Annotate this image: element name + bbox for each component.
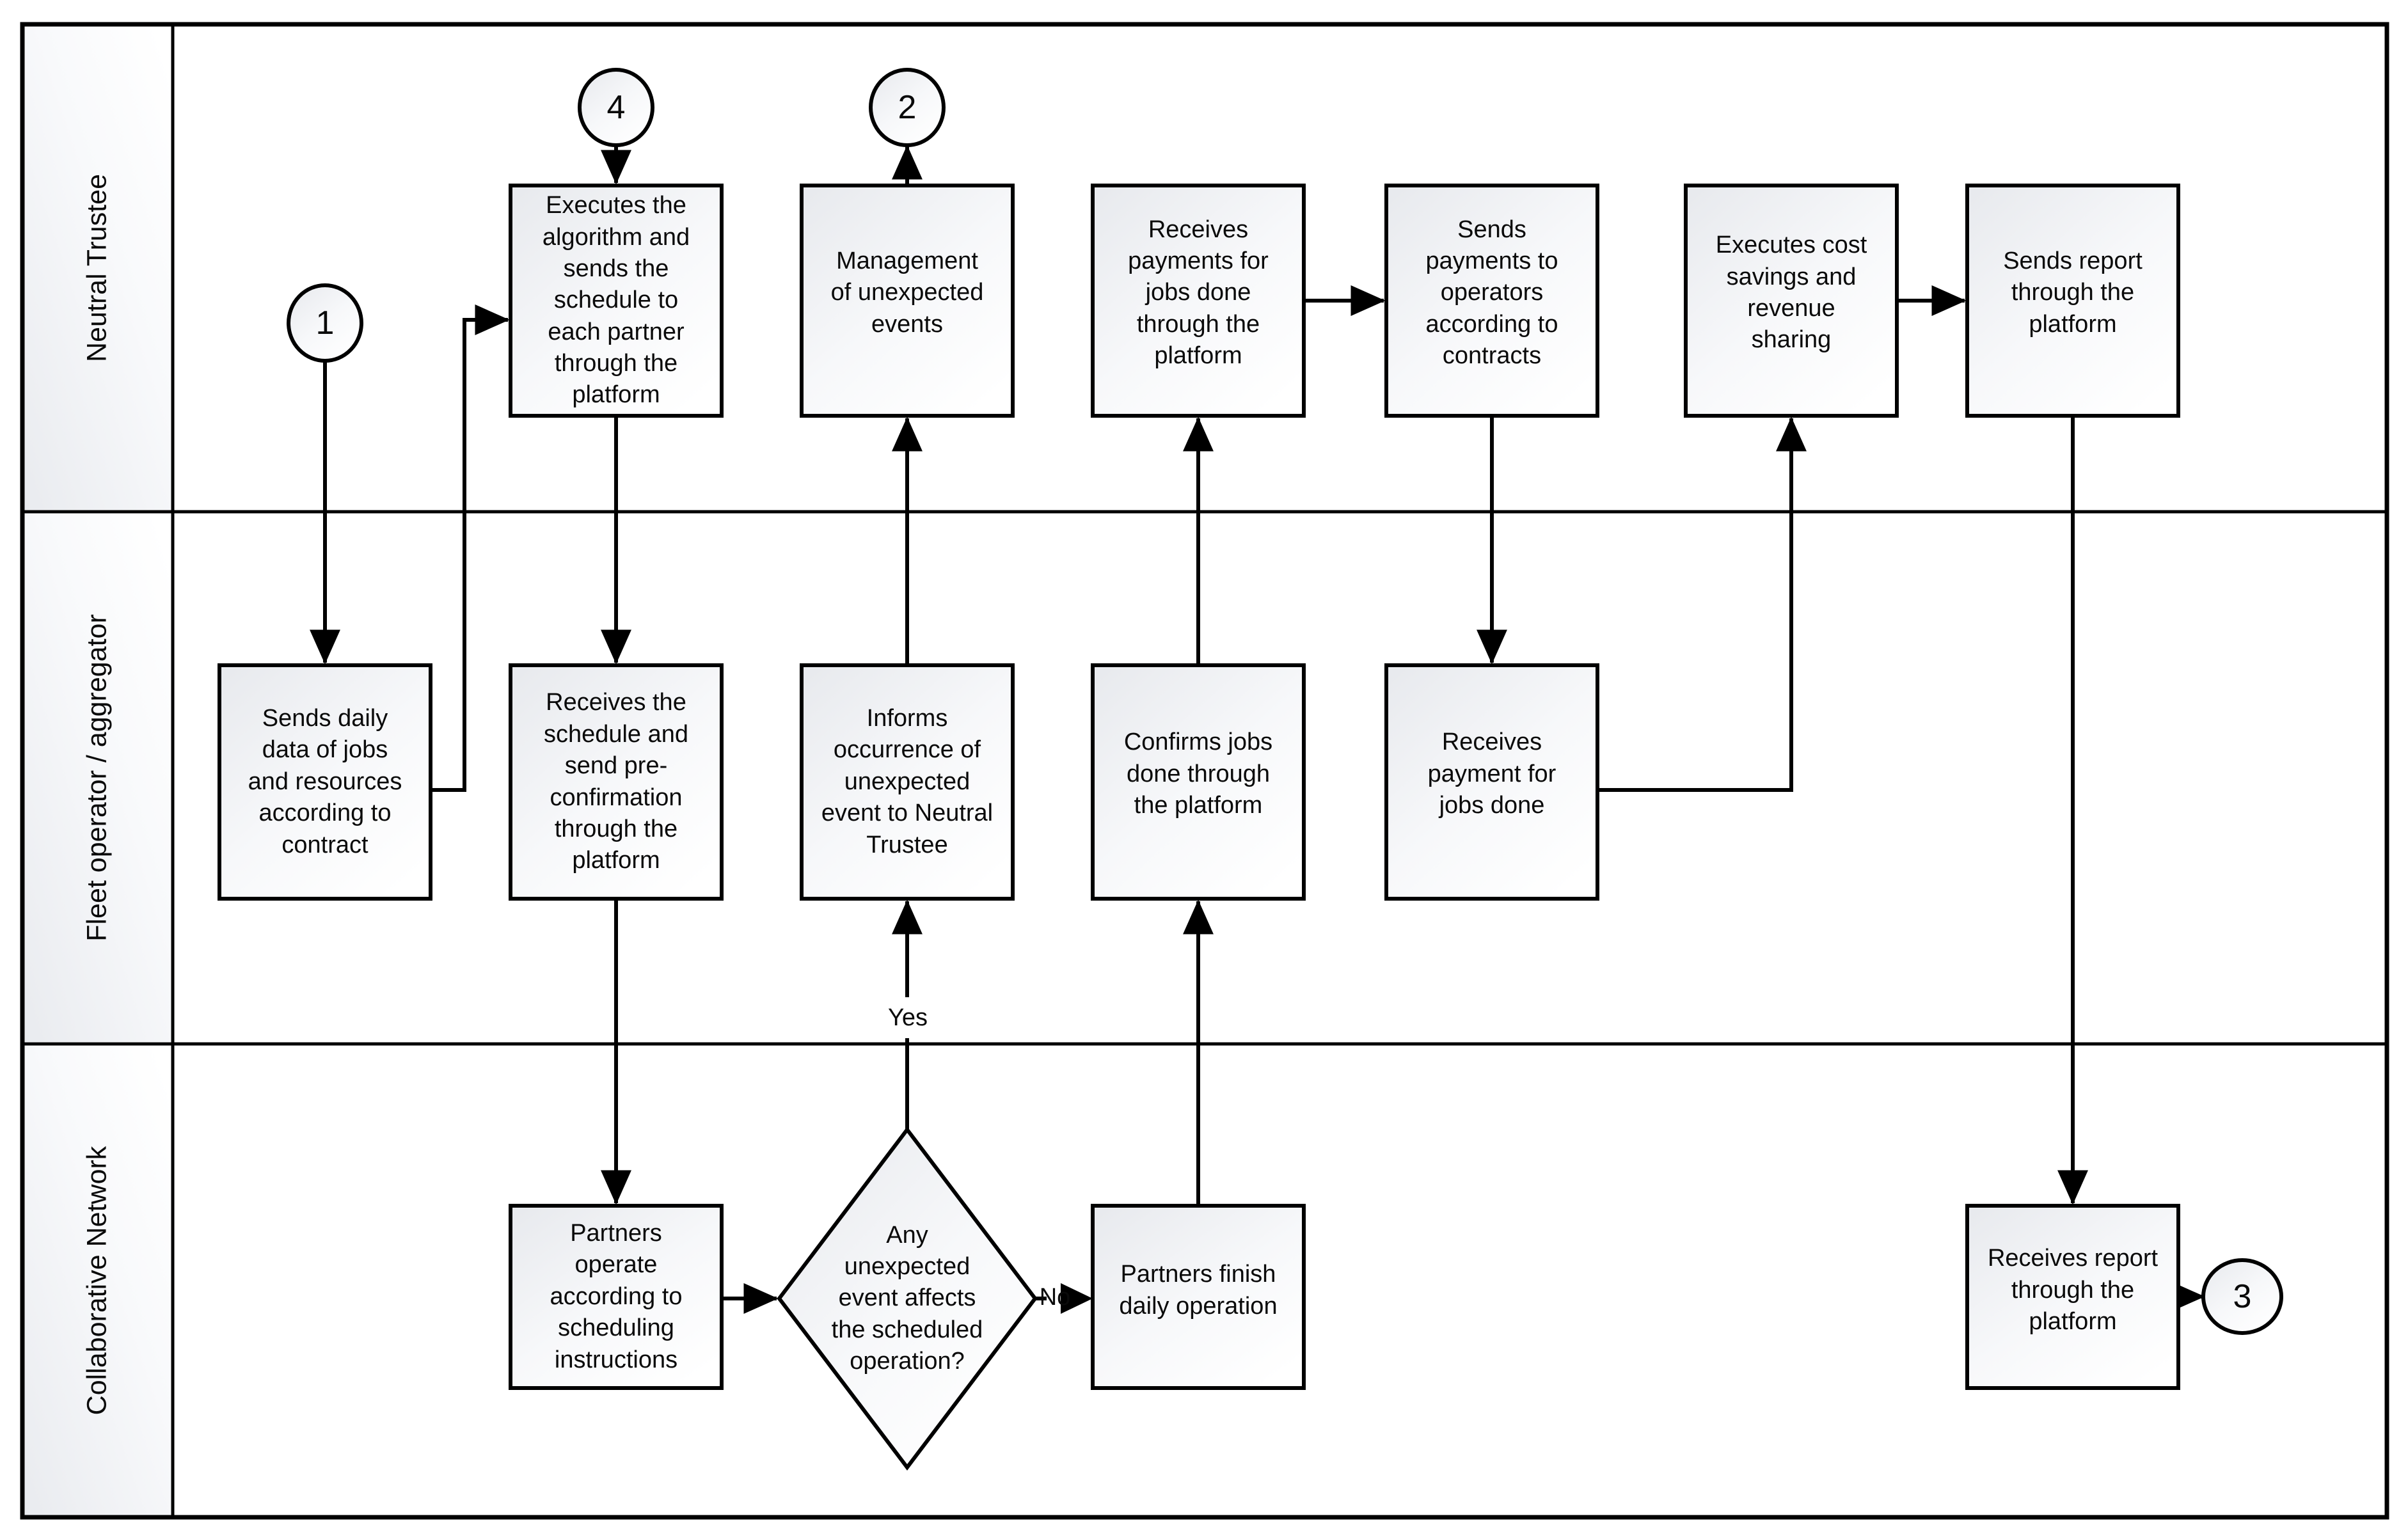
task-box-sends-report <box>1965 184 2180 418</box>
task-box-sends-daily-data <box>218 663 432 901</box>
lane-label-collaborative-network: Collaborative Network <box>81 1146 113 1416</box>
task-box-executes-cost-savings <box>1684 184 1899 418</box>
decision-diamond <box>777 1126 1038 1471</box>
lane-label-fleet-operator: Fleet operator / aggregator <box>81 614 113 942</box>
lane-header-fleet-operator <box>25 514 171 1042</box>
connector-number-3: 3 <box>2233 1278 2252 1315</box>
task-box-receives-payments <box>1091 184 1306 418</box>
task-box-executes-algorithm <box>509 184 724 418</box>
connector-number-1: 1 <box>315 304 335 342</box>
connector-number-2: 2 <box>898 89 917 126</box>
lane-header-neutral-trustee <box>25 27 171 510</box>
connector-circle-2 <box>869 68 946 147</box>
lane-label-neutral-trustee: Neutral Trustee <box>81 174 113 362</box>
task-box-management-events <box>800 184 1015 418</box>
task-box-receives-payment <box>1384 663 1599 901</box>
task-box-partners-finish <box>1091 1204 1306 1390</box>
task-box-informs-event <box>800 663 1015 901</box>
task-box-receives-report <box>1965 1204 2180 1390</box>
connector-circle-1 <box>287 283 363 363</box>
task-box-confirms-jobs <box>1091 663 1306 901</box>
task-box-partners-operate <box>509 1204 724 1390</box>
arrow-receives-payment-to-executes-cost-savings <box>1597 416 1807 792</box>
task-box-sends-payments <box>1384 184 1599 418</box>
arrowhead-no-into-partners-finish <box>1061 1283 1093 1314</box>
task-box-receives-schedule <box>509 663 724 901</box>
connector-circle-4 <box>578 68 654 147</box>
diagram-outer-border <box>20 22 2389 1520</box>
connector-number-4: 4 <box>606 89 626 126</box>
edge-label-no: No <box>1039 1283 1071 1311</box>
connector-circle-3 <box>2201 1258 2283 1335</box>
arrow-sends-daily-data-to-executes-algorithm <box>431 304 510 792</box>
edge-label-yes: Yes <box>865 997 951 1038</box>
lane-header-collaborative-network <box>25 1046 171 1515</box>
